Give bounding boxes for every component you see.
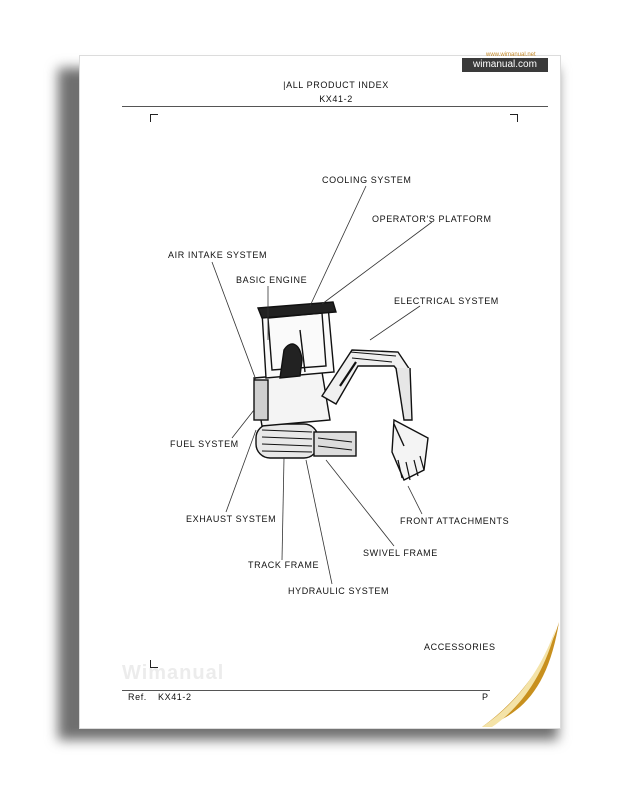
corner-mark-top-right: [510, 114, 518, 122]
index-title: |ALL PRODUCT INDEX: [283, 80, 389, 90]
footer-page: P: [482, 692, 489, 702]
header-rule: [122, 106, 548, 107]
label-cooling-system: COOLING SYSTEM: [322, 175, 412, 185]
header-model: KX41-2: [319, 94, 353, 104]
label-exhaust-system: EXHAUST SYSTEM: [186, 514, 277, 524]
leader-lines: [211, 185, 433, 585]
label-track-frame: TRACK FRAME: [248, 560, 320, 570]
excavator-illustration: [253, 301, 429, 481]
corner-mark-top-left: [150, 114, 158, 122]
label-operators-platform: OPERATOR'S PLATFORM: [372, 214, 492, 224]
label-electrical-system: ELECTRICAL SYSTEM: [394, 296, 499, 306]
footer-rule: [122, 690, 490, 691]
label-basic-engine: BASIC ENGINE: [236, 275, 308, 285]
page-curl: [480, 622, 559, 727]
corner-mark-bottom-left: [150, 660, 158, 668]
watermark-logo: Wimanual: [122, 662, 225, 684]
label-fuel-system: FUEL SYSTEM: [170, 439, 239, 449]
label-air-intake-system: AIR INTAKE SYSTEM: [168, 250, 268, 260]
label-front-attachments: FRONT ATTACHMENTS: [400, 516, 510, 526]
footer-ref: Ref.: [128, 692, 147, 702]
label-hydraulic-system: HYDRAULIC SYSTEM: [288, 586, 390, 596]
watermark-small: www.wimanual.net: [486, 52, 536, 58]
footer-model: KX41-2: [158, 692, 192, 702]
label-swivel-frame: SWIVEL FRAME: [363, 548, 438, 558]
watermark-badge: wimanual.com: [462, 58, 548, 72]
label-accessories: ACCESSORIES: [424, 642, 496, 652]
